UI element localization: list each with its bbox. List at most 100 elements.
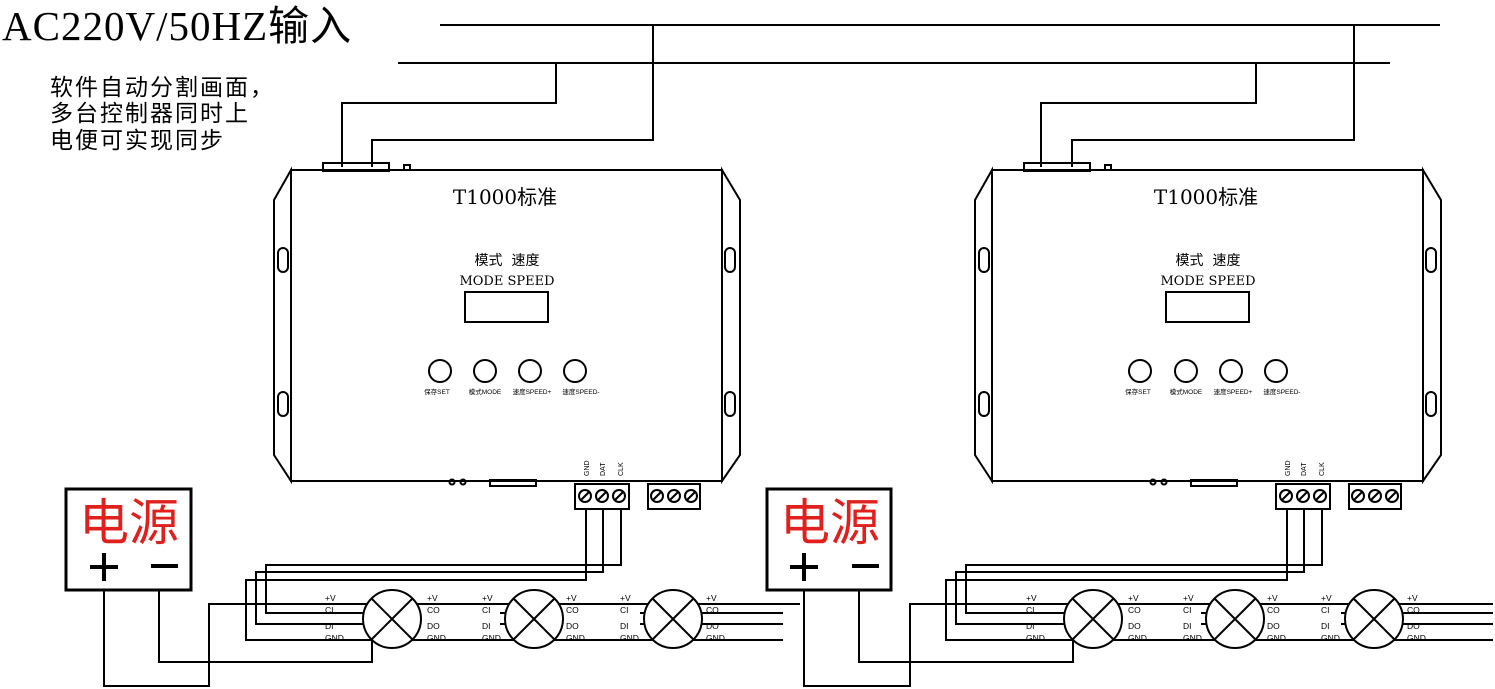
led-2-out-gnd: GND [566, 633, 585, 643]
power-supply: 电源 [765, 487, 893, 592]
led-2 [504, 589, 564, 649]
led-2-in-v: +V [482, 593, 493, 603]
led-2-out-do: DO [566, 621, 579, 631]
terminal-dat-label: DAT [1301, 462, 1308, 476]
led-2 [1205, 589, 1265, 649]
power-minus-wire [158, 590, 373, 663]
mount-hole-bl [978, 391, 990, 417]
led-2-in-v: +V [1183, 593, 1194, 603]
button-mode [473, 359, 497, 383]
terminal-clk-label: CLK [1319, 462, 1326, 476]
mount-hole-tr [724, 247, 736, 273]
terminal-screw [1368, 489, 1382, 503]
mount-hole-tr [1425, 247, 1437, 273]
led-3-in-ci: CI [1321, 605, 1330, 615]
button-mode [1174, 359, 1198, 383]
gnd-bus [245, 509, 783, 641]
terminal-screw [1296, 489, 1310, 503]
bottom-screw [448, 478, 456, 486]
power-minus-wire [858, 590, 1074, 663]
terminal-block-aux [1348, 483, 1402, 510]
led-1-out-v: +V [1128, 593, 1139, 603]
controller-right-flange [721, 166, 741, 485]
button-set [428, 359, 452, 383]
led-1 [362, 589, 422, 649]
power-supply-box [64, 487, 193, 592]
terminal-block-aux [647, 483, 701, 510]
led-3-out-do: DO [706, 621, 719, 631]
clk-wire [965, 509, 1323, 614]
controller: T1000标准 模式 速度 MODE SPEED 保存SET 模式MODE 速度… [273, 162, 741, 510]
led-1-in-ci: CI [325, 605, 334, 615]
led-3-in-v: +V [1321, 593, 1332, 603]
led-1-out-do: DO [1128, 621, 1141, 631]
terminal-screw [1351, 489, 1365, 503]
button-speed-minus-label: 速度SPEED- [562, 387, 599, 396]
terminal-screw [1279, 489, 1293, 503]
button-speed-minus [1264, 359, 1288, 383]
led-1-out-co: CO [427, 605, 440, 615]
controller-body [991, 169, 1424, 482]
controller-title: T1000标准 [453, 185, 557, 209]
display-label-en: MODE SPEED [1160, 274, 1255, 289]
dat-wire [955, 509, 1305, 625]
button-set [1128, 359, 1152, 383]
terminal-screw [684, 489, 698, 503]
clk-wire [265, 509, 622, 614]
lcd-display [1165, 291, 1250, 323]
ac-drop-inner [341, 63, 557, 167]
led-1-in-v: +V [1026, 593, 1037, 603]
led-3-out-v: +V [1407, 593, 1418, 603]
led-3-in-v: +V [620, 593, 631, 603]
led-3-out-gnd: GND [1407, 633, 1426, 643]
led-2-out-v: +V [1267, 593, 1278, 603]
bottom-screw [1149, 478, 1157, 486]
display-label-cn: 模式 速度 [475, 253, 540, 269]
mount-hole-br [1425, 391, 1437, 417]
led-2-in-di: DI [1183, 621, 1192, 631]
led-3-in-di: DI [1321, 621, 1330, 631]
terminal-screw [578, 489, 592, 503]
sync-note-line-3: 电便可实现同步 [50, 128, 225, 154]
terminal-dat-label: DAT [600, 462, 607, 476]
led-2-in-ci: CI [1183, 605, 1192, 615]
controller-right-flange [1422, 166, 1442, 485]
ac-drop-outer [1071, 25, 1355, 167]
led-3-in-gnd: GND [1321, 633, 1340, 643]
led-1-out-gnd: GND [1128, 633, 1147, 643]
ac-input-label: AC220V/50HZ输入 [2, 3, 352, 49]
controller: T1000标准 模式 速度 MODE SPEED 保存SET 模式MODE 速度… [974, 162, 1442, 510]
mount-hole-tl [277, 247, 289, 273]
led-3-out-co: CO [706, 605, 719, 615]
bottom-screw [1160, 478, 1168, 486]
sync-note-line-1: 软件自动分割画面， [50, 75, 275, 101]
system-left: T1000标准 模式 速度 MODE SPEED 保存SET 模式MODE 速度… [64, 25, 800, 687]
led-1-in-di: DI [325, 621, 334, 631]
led-3-in-gnd: GND [620, 633, 639, 643]
led-2-out-co: CO [1267, 605, 1280, 615]
power-supply-label: 电源 [79, 494, 179, 552]
led-1-in-ci: CI [1026, 605, 1035, 615]
terminal-screw [1385, 489, 1399, 503]
gnd-bus [945, 509, 1493, 641]
controller-left-flange [273, 166, 292, 485]
terminal-gnd-label: GND [584, 460, 591, 476]
ac-drop-outer [371, 25, 654, 167]
terminal-screw [1313, 489, 1327, 503]
led-3-in-di: DI [620, 621, 629, 631]
led-2-in-ci: CI [482, 605, 491, 615]
button-mode-label: 模式MODE [1170, 387, 1203, 396]
button-mode-label: 模式MODE [469, 387, 502, 396]
button-speed-plus-label: 速度SPEED+ [513, 387, 552, 396]
led-1-out-v: +V [427, 593, 438, 603]
led-2-out-do: DO [1267, 621, 1280, 631]
led-3-out-v: +V [706, 593, 717, 603]
ac-drop-inner [1040, 63, 1257, 167]
power-supply-box [765, 487, 893, 592]
led-3 [643, 589, 703, 649]
terminal-screw [612, 489, 626, 503]
terminal-clk-label: CLK [618, 462, 625, 476]
led-2-out-v: +V [566, 593, 577, 603]
led-3-out-gnd: GND [706, 633, 725, 643]
